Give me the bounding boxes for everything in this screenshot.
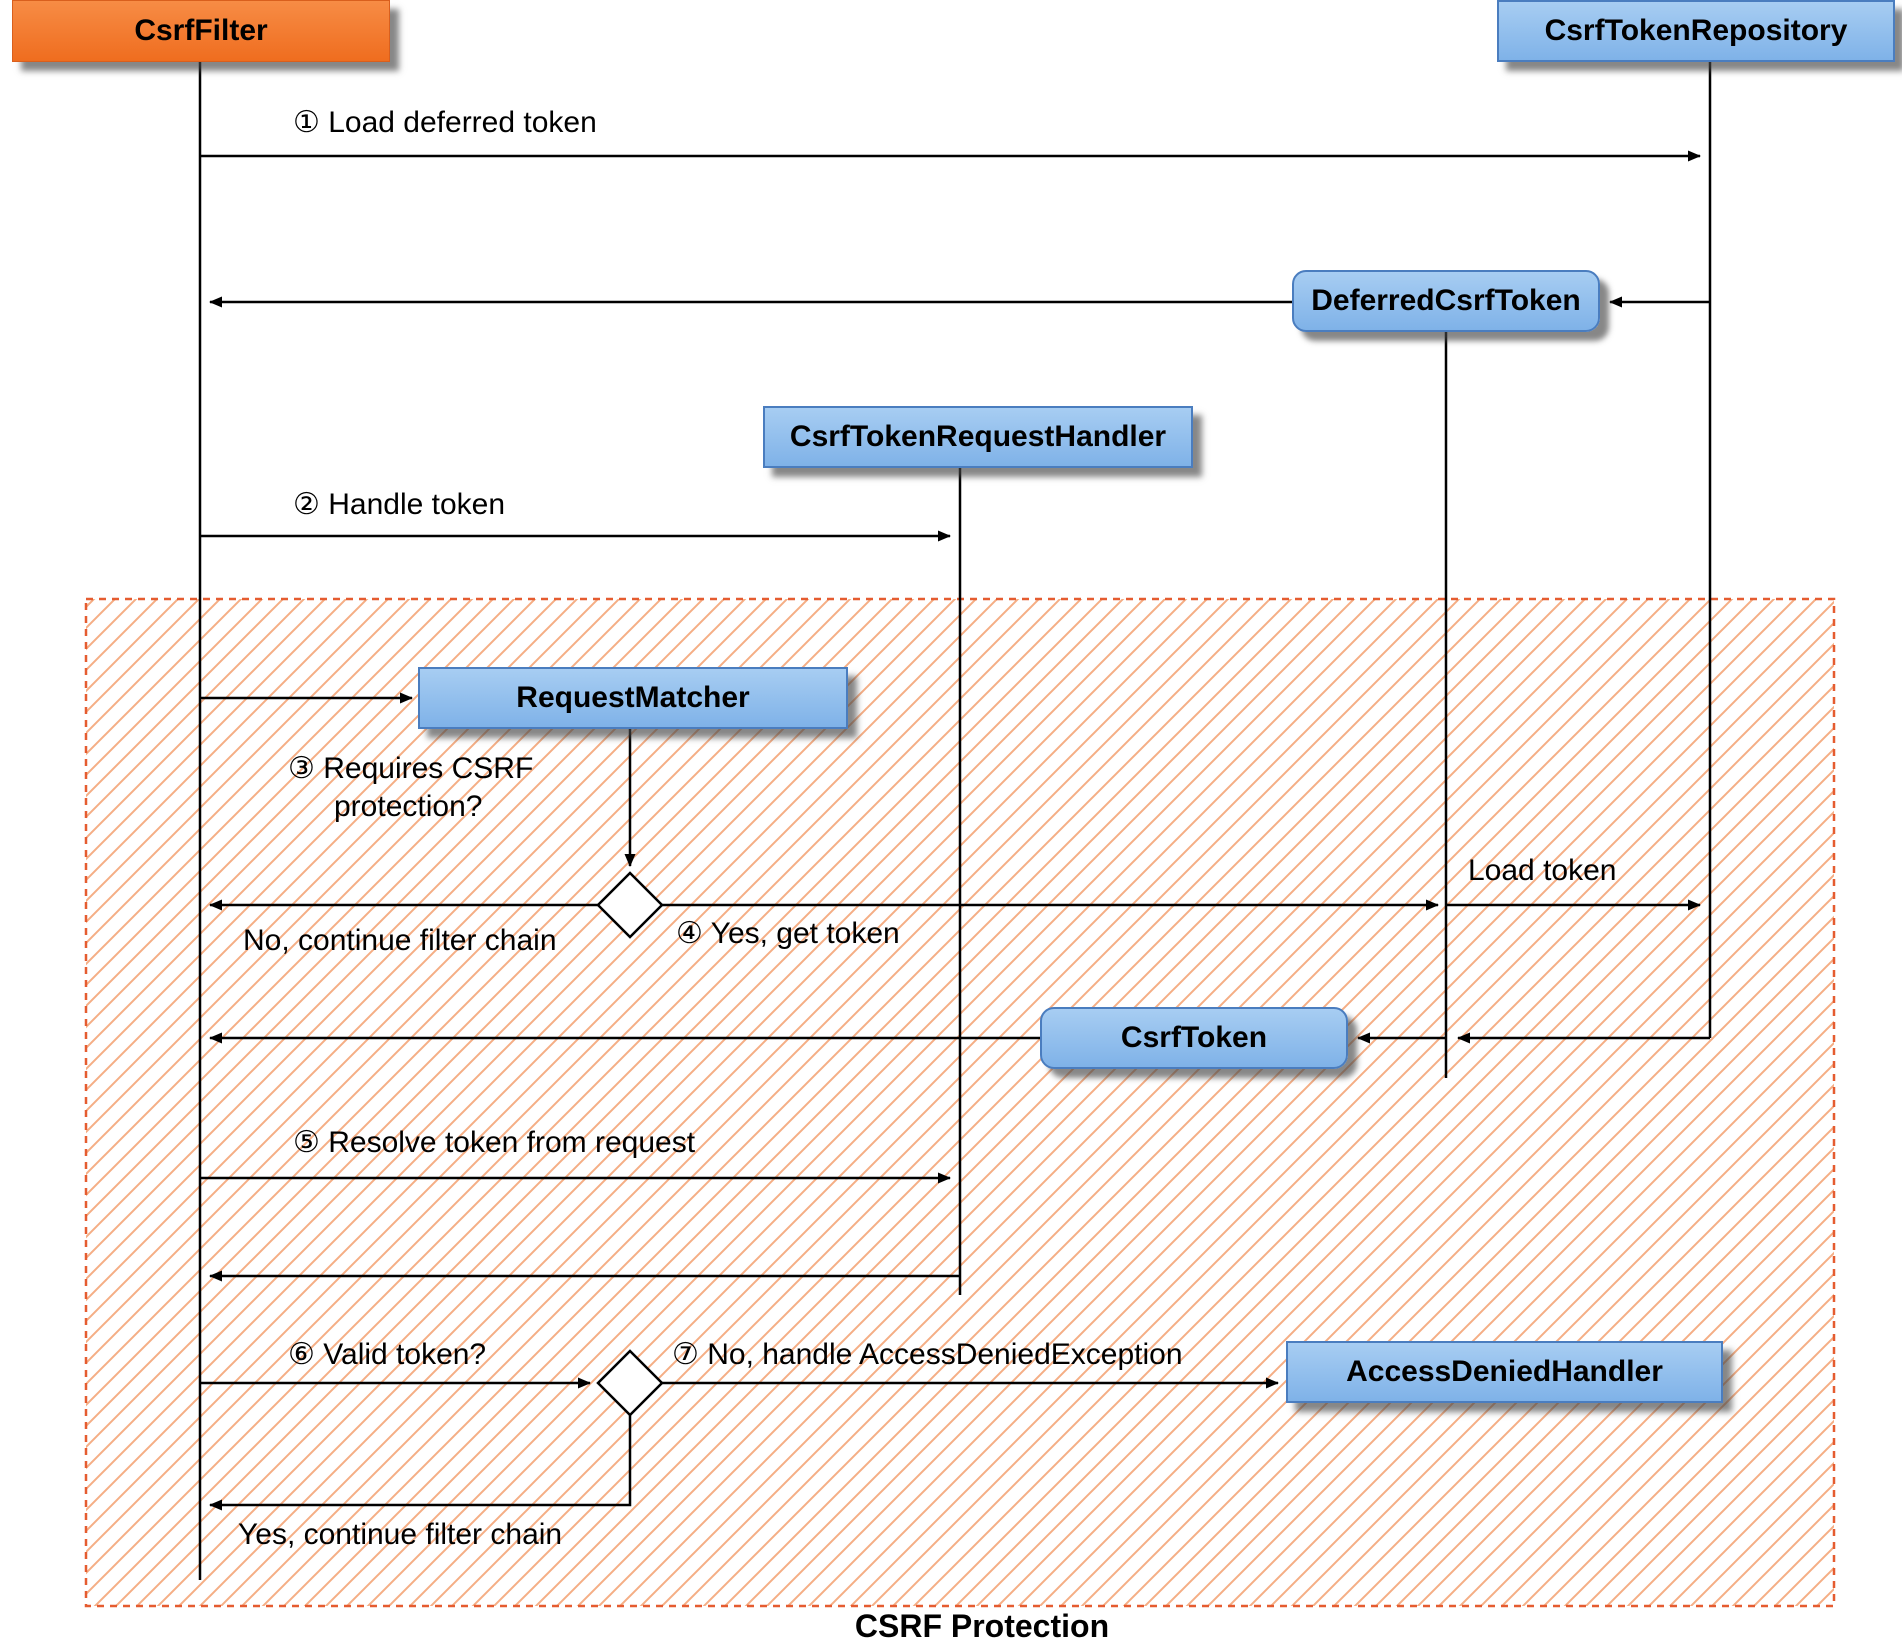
message-requires-csrf-protection: ③ Requires CSRF protection? [288,750,533,825]
csrf-token-repository-box: CsrfTokenRepository [1497,0,1895,62]
message-yes-get-token: ④ Yes, get token [676,917,900,950]
diagram-title: CSRF Protection [854,1608,1110,1644]
csrf-token-label: CsrfToken [1120,1021,1268,1054]
message-yes-continue-filter-chain: Yes, continue filter chain [238,1518,563,1551]
message-resolve-token: ⑤ Resolve token from request [293,1126,696,1159]
arrow-yes-continue-filter-chain [209,1415,632,1511]
message-no-handle-access-denied: ⑦ No, handle AccessDeniedException [672,1338,1183,1371]
csrf-token-repository-label: CsrfTokenRepository [1544,14,1848,47]
message-load-token: Load token [1468,854,1617,887]
csrf-token-request-handler-box: CsrfTokenRequestHandler [763,406,1193,468]
message-requires-csrf-line2: protection? [334,789,483,823]
csrf-token-box: CsrfToken [1040,1007,1348,1069]
message-handle-token: ② Handle token [293,488,506,521]
csrf-token-request-handler-label: CsrfTokenRequestHandler [789,420,1167,453]
deferred-csrf-token-box: DeferredCsrfToken [1292,270,1600,332]
csrf-filter-label: CsrfFilter [134,14,268,47]
message-requires-csrf-line1: ③ Requires CSRF [288,752,534,785]
access-denied-handler-label: AccessDeniedHandler [1346,1355,1663,1388]
request-matcher-label: RequestMatcher [516,681,750,714]
decision-valid-token-diamond [596,1349,664,1417]
message-valid-token: ⑥ Valid token? [288,1338,487,1371]
decision-requires-csrf-diamond [596,871,664,939]
deferred-csrf-token-label: DeferredCsrfToken [1311,284,1581,317]
message-load-deferred-token: ① Load deferred token [293,106,597,139]
request-matcher-box: RequestMatcher [418,667,848,729]
message-no-continue-filter-chain: No, continue filter chain [243,924,557,957]
csrf-filter-box: CsrfFilter [12,0,390,62]
access-denied-handler-box: AccessDeniedHandler [1286,1341,1723,1403]
